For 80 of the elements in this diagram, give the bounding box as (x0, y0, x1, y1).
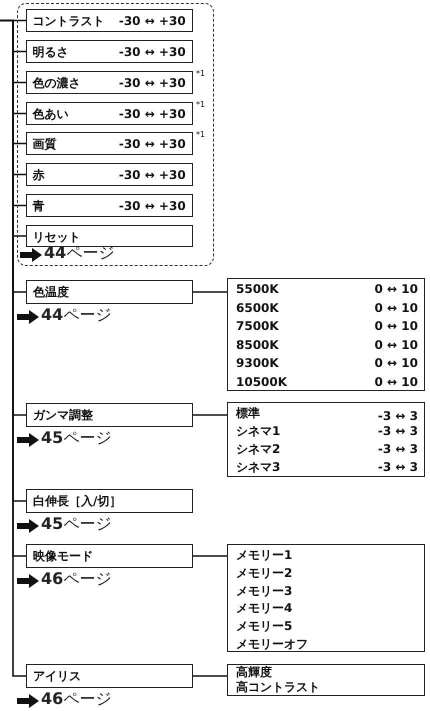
value-range: -30 ↔ +30 (118, 168, 186, 182)
menu-label: 画質 (32, 136, 57, 151)
value-range: -3 ↔ 3 (378, 409, 418, 423)
menu-label: ガンマ調整 (33, 408, 93, 422)
value-range: 0 ↔ 10 (374, 300, 418, 314)
value-range: -30 ↔ +30 (118, 136, 186, 151)
option-label: メモリー1 (236, 548, 292, 562)
page-reference: 45ページ (41, 515, 112, 533)
value-range: 0 ↔ 10 (374, 282, 418, 296)
menu-item-box (26, 224, 193, 247)
menu-item-box (26, 664, 193, 688)
option-label: メモリー5 (236, 619, 292, 634)
menu-label: 白伸長［入/切］ (33, 494, 122, 508)
menu-item-box (26, 489, 193, 513)
menu-item-box (26, 102, 193, 125)
menu-label: 映像モード (33, 549, 93, 563)
value-range: 0 ↔ 10 (374, 356, 418, 370)
footnote-mark: *1 (196, 130, 206, 139)
menu-label: 赤 (32, 168, 45, 182)
value-range: -3 ↔ 3 (378, 460, 418, 474)
value-range: -30 ↔ +30 (118, 14, 186, 28)
option-label: 10500K (236, 374, 288, 388)
value-range: -30 ↔ +30 (118, 198, 186, 213)
page-reference: 46ページ (41, 690, 112, 708)
menu-label: リセット (32, 230, 81, 244)
value-range: -30 ↔ +30 (118, 76, 186, 90)
menu-item-box (26, 40, 193, 63)
menu-label: アイリス (33, 669, 81, 683)
value-range: 0 ↔ 10 (374, 338, 418, 352)
value-range: 0 ↔ 10 (374, 374, 418, 388)
dashed-group-box (17, 3, 214, 266)
connector-line (193, 414, 227, 416)
option-label: メモリー4 (236, 601, 292, 616)
page-reference: 44ページ (41, 306, 112, 324)
option-label: 高輝度 (236, 665, 272, 679)
footnote-mark: *1 (196, 69, 206, 78)
menu-item-box (26, 194, 193, 217)
menu-item-box (26, 280, 193, 304)
menu-label: 明るさ (32, 44, 69, 59)
menu-label: 青 (32, 198, 45, 213)
value-range: -3 ↔ 3 (378, 442, 418, 456)
option-list-box (227, 402, 425, 477)
menu-label: コントラスト (32, 14, 105, 28)
connector-line (193, 675, 227, 677)
value-range: 0 ↔ 10 (374, 319, 418, 333)
value-range: -30 ↔ +30 (118, 44, 186, 59)
menu-item-box (26, 403, 193, 427)
option-label: メモリーオフ (236, 637, 308, 651)
option-label: 6500K (236, 300, 279, 314)
option-label: 7500K (236, 319, 279, 333)
option-list-box (227, 664, 425, 696)
option-label: シネマ3 (236, 460, 280, 474)
page-reference: 44ページ (44, 244, 114, 262)
connector-line (193, 555, 227, 557)
menu-item-box (26, 132, 193, 155)
menu-item-box (26, 8, 193, 32)
footnote-mark: *1 (196, 100, 206, 109)
option-label: シネマ1 (236, 424, 280, 438)
option-label: メモリー3 (236, 584, 292, 598)
option-list-box (227, 544, 425, 652)
option-list-box (227, 278, 425, 391)
menu-item-box (26, 544, 193, 568)
option-label: 8500K (236, 338, 279, 352)
connector-line (193, 291, 227, 293)
value-range: -30 ↔ +30 (118, 106, 186, 121)
connector-line (0, 20, 26, 677)
option-label: 高コントラスト (236, 680, 320, 694)
menu-item-box (26, 162, 193, 186)
option-label: メモリー2 (236, 566, 292, 580)
page-reference: 45ページ (41, 429, 112, 447)
menu-label: 色の濃さ (32, 76, 81, 90)
option-label: 5500K (236, 282, 279, 296)
option-label: 9300K (236, 356, 279, 370)
menu-item-box (26, 70, 193, 94)
menu-label: 色あい (32, 106, 69, 121)
menu-label: 色温度 (33, 285, 69, 299)
option-label: シネマ2 (236, 442, 280, 456)
option-label: 標準 (236, 406, 260, 420)
value-range: -3 ↔ 3 (378, 424, 418, 438)
page-reference: 46ページ (41, 570, 112, 588)
